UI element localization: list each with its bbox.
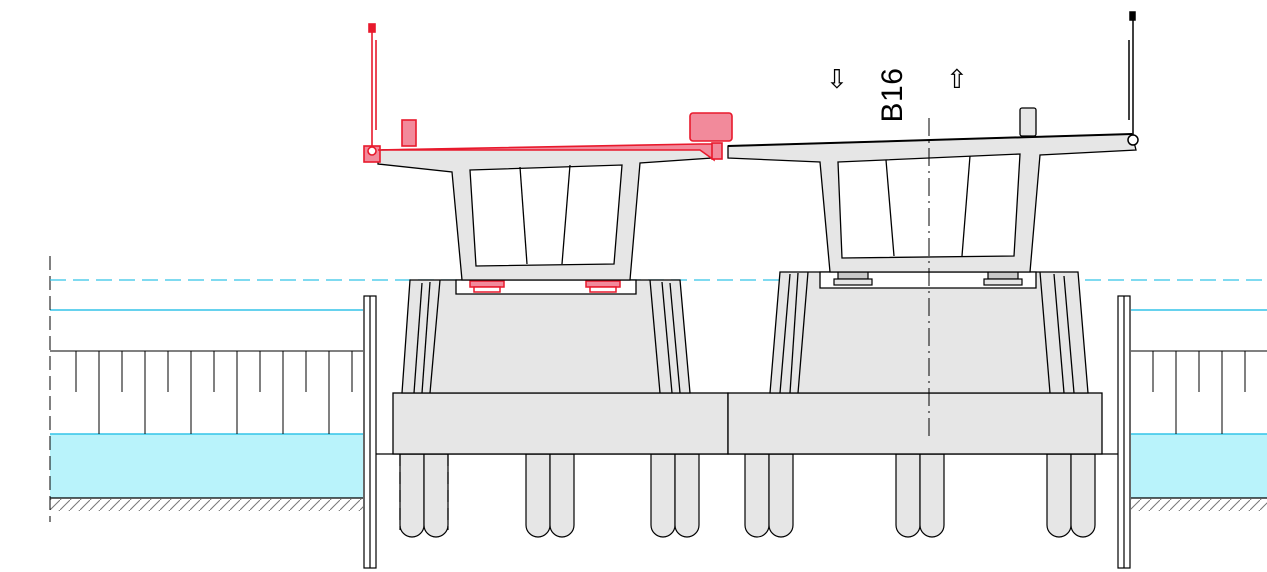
sheet-pile-left — [363, 295, 377, 569]
bearings-right — [833, 271, 1023, 286]
girder-left — [377, 144, 713, 281]
red-highlight-left — [363, 23, 733, 163]
pile-group-5 — [895, 453, 945, 538]
left-soil-hatch — [50, 499, 363, 511]
sheet-pile-right — [1117, 295, 1131, 569]
railing-right — [1127, 11, 1139, 146]
pile-group-1 — [399, 453, 449, 538]
left-ground-ticks — [75, 351, 353, 434]
left-bank — [49, 256, 363, 522]
right-bank — [1131, 309, 1267, 511]
pile-group-4 — [744, 453, 794, 538]
direction-arrow-up-icon: ⇧ — [946, 64, 968, 94]
road-label: B16 — [876, 67, 909, 123]
pile-group-3 — [650, 453, 700, 538]
piles — [399, 453, 1096, 538]
right-water-fill — [1131, 434, 1267, 498]
girder-right — [727, 107, 1137, 273]
pile-group-6 — [1046, 453, 1096, 538]
pile-group-2 — [525, 453, 575, 538]
direction-arrow-down-icon: ⇩ — [826, 64, 848, 94]
bearings-left-red — [469, 280, 621, 293]
right-soil-hatch — [1131, 499, 1267, 511]
pier-left — [401, 279, 691, 394]
pile-cap — [392, 392, 1103, 455]
left-water-fill — [50, 434, 363, 498]
